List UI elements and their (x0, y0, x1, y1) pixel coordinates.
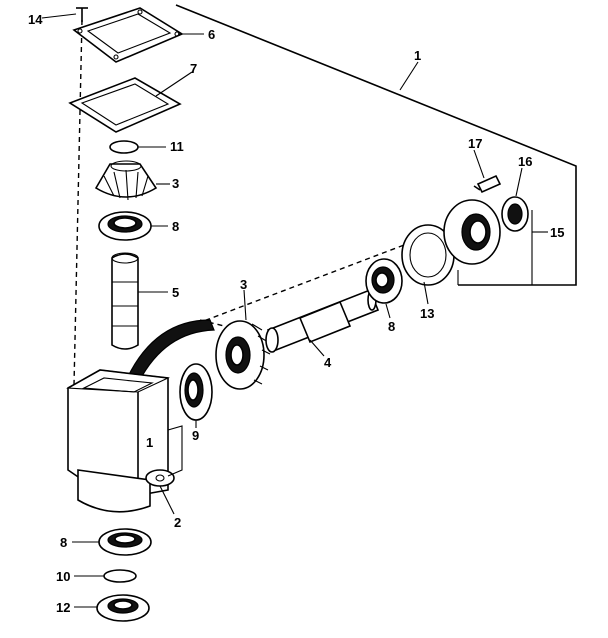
cover-plate-part-6 (72, 7, 184, 63)
bevel-gear-side-part-3 (215, 320, 271, 390)
bearing-lower-part-8 (98, 528, 152, 556)
callout-8-lower: 8 (60, 535, 67, 550)
callout-5: 5 (172, 285, 179, 300)
horizontal-shaft-part-4 (265, 288, 380, 353)
callout-16: 16 (518, 154, 532, 169)
retaining-ring-part-11 (109, 140, 139, 154)
callout-4: 4 (324, 355, 332, 370)
callout-12: 12 (56, 600, 70, 615)
callout-11: 11 (170, 139, 184, 154)
callout-1-housing: 1 (146, 435, 153, 450)
callout-6: 6 (208, 27, 215, 42)
bearing-part-9 (179, 363, 213, 421)
bearing-upper-part-8 (98, 211, 152, 241)
callout-1-top: 1 (414, 48, 421, 63)
callout-15: 15 (550, 225, 564, 240)
callout-3-upper: 3 (172, 176, 179, 191)
bevel-gear-upper-part-3 (94, 160, 158, 201)
seal-part-16 (501, 196, 529, 232)
end-cap-part-15 (443, 199, 501, 265)
callout-10: 10 (56, 569, 70, 584)
alignment-lines (73, 19, 471, 386)
gasket-part-7 (68, 77, 182, 133)
callout-2: 2 (174, 515, 181, 530)
assembly-bracket (175, 4, 577, 286)
callout-13: 13 (420, 306, 434, 321)
callout-8-side: 8 (388, 319, 395, 334)
gearbox-housing-part-1 (66, 369, 183, 513)
leader-lines (41, 13, 548, 608)
bearing-side-part-8 (365, 258, 403, 304)
callout-8-upper: 8 (172, 219, 179, 234)
callout-7: 7 (190, 61, 197, 76)
callout-17: 17 (468, 136, 482, 151)
screw-part-17 (473, 174, 502, 194)
vertical-shaft-part-5 (111, 252, 139, 350)
callout-labels: 14 6 1 7 11 17 16 3 8 15 3 5 13 8 4 9 1 … (28, 12, 564, 615)
seal-part-12 (96, 594, 150, 622)
callout-9: 9 (192, 428, 199, 443)
gasket-part-13 (401, 224, 455, 286)
callout-3-side: 3 (240, 277, 247, 292)
screw-part-14 (76, 7, 88, 22)
callout-14: 14 (28, 12, 43, 27)
ring-part-10 (103, 569, 137, 583)
